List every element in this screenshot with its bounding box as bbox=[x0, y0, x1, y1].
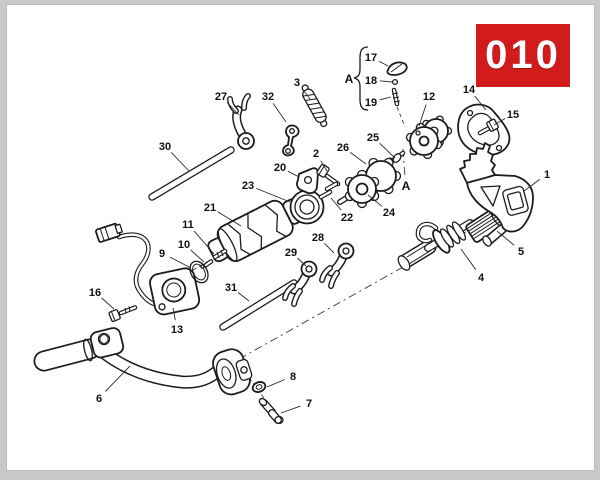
part-13-position-sensor bbox=[95, 222, 201, 316]
part-9-o-ring bbox=[189, 260, 209, 284]
part-2-bolt bbox=[316, 163, 341, 187]
callout-label-4: 4 bbox=[478, 272, 485, 284]
callout-leader-24 bbox=[367, 194, 383, 207]
part-7-socket-bolt bbox=[258, 397, 284, 425]
callout-leader-32 bbox=[272, 103, 287, 123]
callout-label-28: 28 bbox=[312, 232, 324, 244]
part-24-star-wheel bbox=[337, 157, 402, 209]
callout-label-15: 15 bbox=[507, 109, 519, 121]
callout-leader-19 bbox=[379, 96, 392, 101]
callout-label-1: 1 bbox=[544, 169, 550, 181]
callout-leader-10 bbox=[190, 249, 205, 263]
callout-leader-23 bbox=[256, 187, 291, 203]
part-18-ball bbox=[391, 78, 399, 86]
part-19-spring bbox=[391, 87, 401, 107]
part-27-shift-fork bbox=[227, 93, 255, 150]
callout-label-19: 19 bbox=[365, 97, 377, 109]
callout-leader-22 bbox=[330, 197, 342, 211]
callout-leader-2 bbox=[320, 160, 328, 172]
callout-leader-12 bbox=[418, 104, 427, 127]
callout-label-5: 5 bbox=[518, 246, 524, 258]
callout-leader-9 bbox=[169, 256, 192, 269]
part-28-shift-fork bbox=[319, 242, 355, 289]
callout-leader-14 bbox=[474, 95, 487, 111]
part-8-washer bbox=[251, 381, 267, 393]
page-number-text: 010 bbox=[485, 33, 561, 77]
callout-leader-30 bbox=[170, 152, 190, 172]
callout-label-29: 29 bbox=[285, 247, 297, 259]
callout-label-20: 20 bbox=[274, 162, 286, 174]
part-16-bolt bbox=[108, 305, 138, 323]
callout-label-8: 8 bbox=[290, 371, 296, 383]
callout-leader-17 bbox=[378, 60, 389, 67]
callout-label-21: 21 bbox=[204, 202, 216, 214]
part-31-fork-rod bbox=[219, 279, 298, 331]
callout-label-25: 25 bbox=[367, 132, 379, 144]
part-6-gearchange-pedal bbox=[33, 327, 253, 396]
callout-label-22: 22 bbox=[341, 212, 353, 224]
callout-label-16: 16 bbox=[89, 287, 101, 299]
part-1-selector-lever bbox=[459, 142, 534, 247]
callout-label-23: 23 bbox=[242, 180, 254, 192]
callout-label-14: 14 bbox=[463, 84, 476, 96]
callout-label-26: 26 bbox=[337, 142, 349, 154]
callout-leader-15 bbox=[493, 118, 506, 126]
callout-label-10: 10 bbox=[178, 239, 190, 251]
callout-leader-20 bbox=[287, 170, 300, 178]
part-25-washer bbox=[392, 153, 402, 163]
callout-label-11: 11 bbox=[182, 219, 194, 231]
callout-leader-26 bbox=[349, 151, 367, 165]
part-15-bolt bbox=[477, 118, 500, 136]
callout-label-9: 9 bbox=[159, 248, 165, 260]
callout-leader-27 bbox=[226, 102, 240, 116]
callout-leader-18 bbox=[379, 80, 393, 83]
callout-label-32: 32 bbox=[262, 91, 274, 103]
callout-leader-21 bbox=[217, 211, 242, 227]
callout-leader-28 bbox=[324, 243, 335, 254]
callout-leader-5 bbox=[496, 230, 515, 246]
callout-leader-31 bbox=[237, 292, 250, 302]
callout-label-24: 24 bbox=[383, 207, 396, 219]
callout-leader-11 bbox=[193, 230, 215, 255]
part-22-pins bbox=[318, 181, 339, 200]
part-30-fork-rod bbox=[148, 146, 235, 201]
callout-leader-16 bbox=[101, 297, 115, 310]
part-10-pin bbox=[200, 259, 214, 269]
callout-leader-6 bbox=[104, 365, 131, 392]
section-marker-A: A bbox=[402, 179, 411, 193]
part-32-link-arm bbox=[282, 124, 300, 157]
part-4-gearchange-shaft bbox=[397, 219, 474, 271]
callout-label-30: 30 bbox=[159, 141, 171, 153]
callout-leader-4 bbox=[460, 248, 477, 270]
callout-label-27: 27 bbox=[215, 91, 227, 103]
part-17-pawl bbox=[386, 61, 408, 76]
callout-label-18: 18 bbox=[365, 75, 377, 87]
callout-label-3: 3 bbox=[294, 77, 300, 89]
part-11-pin bbox=[212, 248, 228, 260]
callout-leader-7 bbox=[280, 405, 301, 414]
section-marker-A: A bbox=[345, 72, 354, 86]
callout-label-6: 6 bbox=[96, 393, 102, 405]
callout-leader-29 bbox=[297, 257, 307, 267]
callout-label-17: 17 bbox=[365, 52, 377, 64]
callout-leader-8 bbox=[266, 379, 285, 388]
detail-a-brace bbox=[353, 46, 369, 111]
callout-leader-1 bbox=[523, 178, 541, 192]
page-number-badge: 010 bbox=[476, 24, 570, 87]
callout-leader-13 bbox=[172, 307, 176, 321]
callout-leader-25 bbox=[379, 142, 396, 159]
callout-label-31: 31 bbox=[225, 282, 237, 294]
part-29-shift-fork bbox=[282, 260, 318, 307]
callout-label-2: 2 bbox=[313, 148, 319, 160]
callout-label-13: 13 bbox=[171, 324, 183, 336]
callout-leader-3 bbox=[302, 88, 311, 100]
part-20-stopper-bracket bbox=[296, 167, 319, 195]
callout-label-12: 12 bbox=[423, 91, 435, 103]
part-23-bearing bbox=[289, 189, 325, 225]
part-12-shift-cam bbox=[405, 115, 453, 160]
callout-label-7: 7 bbox=[306, 398, 312, 410]
